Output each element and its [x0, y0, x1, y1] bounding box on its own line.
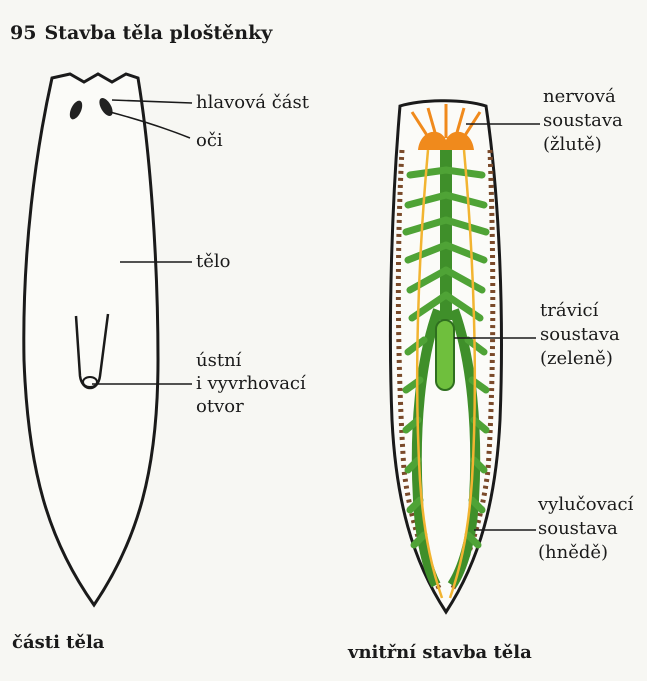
caption-right: vnitřní stavba těla	[348, 642, 532, 663]
label-excretory-2: soustava	[538, 518, 618, 539]
left-body-outline	[24, 74, 158, 605]
label-nervous-1: nervová	[543, 86, 616, 107]
figure-number: 95	[10, 22, 36, 44]
label-mouth-1: ústní	[196, 350, 241, 371]
left-flatworm	[24, 74, 192, 605]
pharynx	[436, 320, 454, 390]
figure-title-text: Stavba těla ploštěnky	[44, 22, 272, 44]
right-flatworm	[390, 101, 540, 612]
label-nervous-2: soustava	[543, 110, 623, 131]
label-head: hlavová část	[196, 92, 309, 113]
label-nervous-3: (žlutě)	[543, 134, 602, 155]
label-eyes: oči	[196, 130, 223, 151]
label-mouth-3: otvor	[196, 396, 244, 417]
figure-title: 95 Stavba těla ploštěnky	[10, 22, 272, 44]
label-mouth-2: i vyvrhovací	[196, 373, 306, 394]
label-digestive-3: (zeleně)	[540, 348, 613, 369]
label-digestive-1: trávicí	[540, 300, 598, 321]
label-excretory-3: (hnědě)	[538, 542, 608, 563]
label-excretory-1: vylučovací	[538, 494, 633, 515]
label-digestive-2: soustava	[540, 324, 620, 345]
caption-left: části těla	[12, 632, 104, 653]
label-body: tělo	[196, 251, 230, 272]
